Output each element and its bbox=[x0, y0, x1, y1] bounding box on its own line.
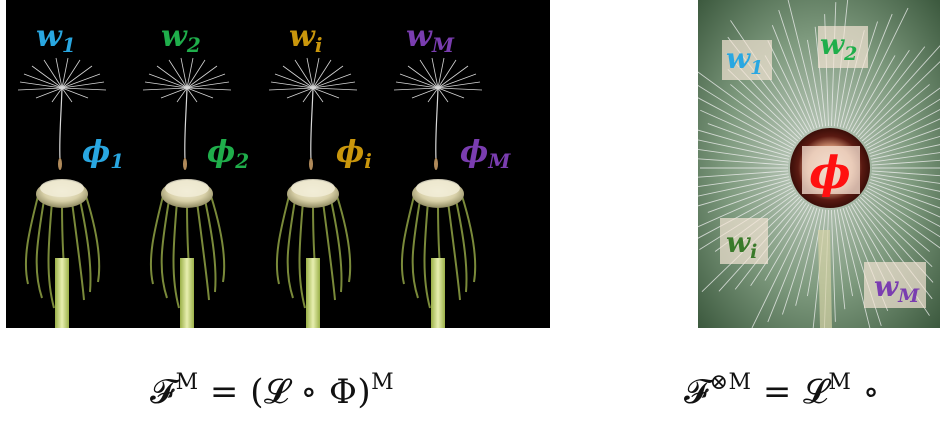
eq-left-rhs-sup: M bbox=[371, 370, 394, 395]
eq-right-tail: ∘ bbox=[851, 372, 879, 412]
eq-left-rhs: = (𝓛 ∘ Φ) bbox=[199, 372, 372, 412]
shared-dandelion-illustration: ϕ w1 w2 wi wM bbox=[698, 0, 940, 328]
ensemble-seeds-illustration: w1 w2 wi wM ϕ1 ϕ2 ϕi ϕM bbox=[6, 0, 550, 328]
shared-phi-label: ϕ bbox=[809, 148, 850, 199]
eq-right-lhs-sup: ⊗M bbox=[710, 370, 752, 395]
eq-left-lhs-sup: M bbox=[176, 370, 199, 395]
ensemble-equation: 𝓕M = (𝓛 ∘ Φ)M bbox=[150, 372, 394, 412]
ensemble-seeds-photo: w1 w2 wi wM ϕ1 ϕ2 ϕi ϕM bbox=[6, 0, 550, 328]
shared-equation: 𝓕⊗M = 𝓛M ∘ bbox=[684, 372, 880, 412]
eq-right-lhs: 𝓕 bbox=[684, 372, 710, 412]
eq-left-lhs: 𝓕 bbox=[150, 372, 176, 412]
shared-dandelion-photo: ϕ w1 w2 wi wM bbox=[698, 0, 940, 328]
eq-right-rhs: = 𝓛 bbox=[752, 372, 829, 412]
eq-right-rhs-sup: M bbox=[828, 370, 851, 395]
